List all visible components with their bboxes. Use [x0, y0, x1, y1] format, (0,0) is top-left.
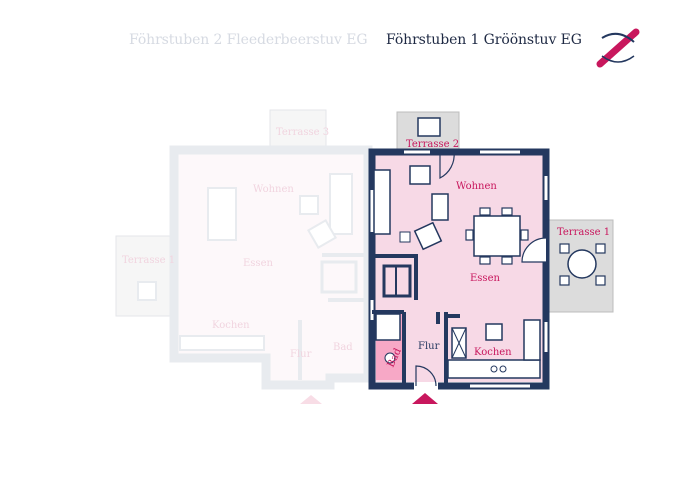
- terrace-table: [137, 281, 157, 301]
- room-label: Kochen: [212, 320, 250, 331]
- stair-block: [320, 260, 358, 294]
- terrace-door: [521, 237, 547, 263]
- front-door-gap: [414, 382, 438, 390]
- armchair: [306, 218, 338, 250]
- dining-table: [207, 187, 237, 241]
- kitchen-counter: [179, 335, 265, 351]
- wardrobe-x: [451, 327, 467, 359]
- room-label: Terrasse 3: [276, 127, 329, 138]
- room-label-wohnen: Wohnen: [456, 181, 497, 192]
- terrace-door: [439, 151, 455, 179]
- tab-fleederbeerstuv[interactable]: Föhrstuben 2 Fleederbeerstuv EG: [129, 32, 368, 48]
- room-label: Bad: [333, 342, 353, 353]
- kitchen-chair: [485, 323, 503, 341]
- entry-door: [415, 365, 437, 387]
- room-label-terrasse-1: Terrasse 1: [557, 227, 610, 238]
- interior-walls: [372, 254, 460, 386]
- room-label-kochen: Kochen: [474, 347, 512, 358]
- windows: [370, 150, 548, 388]
- terrace-left-left-plan: [115, 235, 175, 317]
- coffee-table: [431, 193, 449, 221]
- room-label: Flur: [290, 349, 312, 360]
- armchair: [299, 195, 319, 215]
- dining-table: [473, 215, 521, 257]
- entrance-arrow-icon: [412, 393, 438, 404]
- room-label-flur: Flur: [418, 341, 440, 352]
- kitchen-counter: [523, 319, 541, 361]
- room-label: Essen: [243, 258, 273, 269]
- plan-groonstuv[interactable]: Terrasse 2 Wohnen Terrasse 1 Essen Flur …: [368, 111, 614, 404]
- terrace-table: [417, 117, 441, 137]
- entrance-arrow-icon: [300, 395, 322, 404]
- room-label-terrasse-2: Terrasse 2: [406, 139, 459, 150]
- terrace-chairs: [559, 243, 606, 286]
- toilet: [384, 352, 396, 364]
- side-table: [399, 231, 411, 243]
- tab-groonstuv[interactable]: Föhrstuben 1 Gröönstuv EG: [386, 32, 582, 48]
- sofa: [329, 173, 353, 235]
- room-label: Wohnen: [253, 184, 294, 195]
- hob: [499, 365, 507, 373]
- room-label-essen: Essen: [470, 273, 500, 284]
- terrace-table-round: [567, 249, 597, 279]
- sofa: [373, 169, 391, 235]
- kitchen-counter: [447, 359, 541, 379]
- plan-fleederbeerstuv[interactable]: Terrasse 3 Wohnen Terrasse 1 Essen Koche…: [115, 109, 373, 404]
- room-label: Terrasse 1: [122, 255, 175, 266]
- armchair: [413, 221, 443, 251]
- armchair: [409, 165, 431, 185]
- dining-chairs: [465, 207, 529, 265]
- compass-pen-icon[interactable]: [596, 26, 640, 70]
- hob: [490, 365, 498, 373]
- shower: [375, 313, 401, 341]
